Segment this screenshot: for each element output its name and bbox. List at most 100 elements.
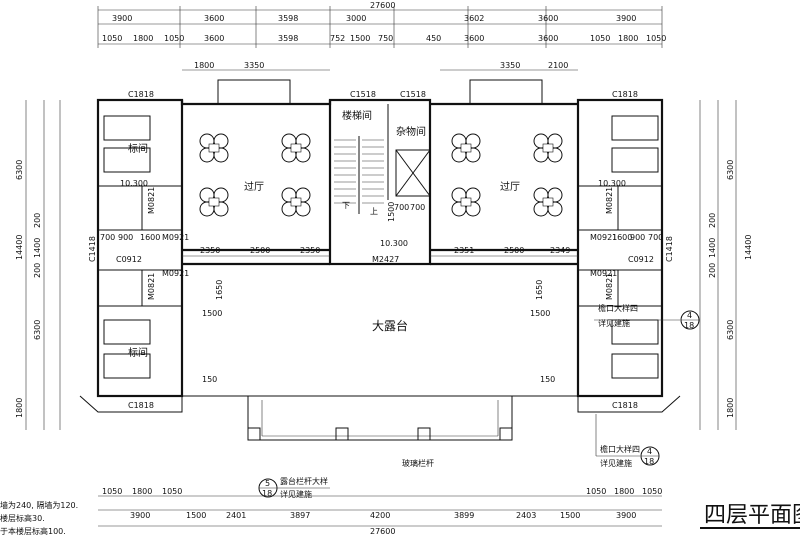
room-label-terrace: 大露台 bbox=[372, 318, 408, 333]
top-dim-3: 3598 bbox=[278, 14, 298, 23]
core-dim-700a: 700 bbox=[394, 203, 409, 212]
left-dim-14400: 14400 bbox=[15, 235, 24, 260]
note-3: 于本楼层标高100. bbox=[0, 526, 66, 536]
chair bbox=[213, 201, 229, 217]
tag-c1818-bl: C1818 bbox=[128, 401, 154, 410]
terrace-dim-150-r: 150 bbox=[540, 375, 555, 384]
right-dim-14400: 14400 bbox=[744, 235, 753, 260]
bottom2-dim-4: 3897 bbox=[290, 511, 310, 520]
tag-c1518-l: C1518 bbox=[350, 90, 376, 99]
left-dim-6300a: 6300 bbox=[15, 160, 24, 180]
chair bbox=[465, 201, 481, 217]
bottom2-dim-8: 1500 bbox=[560, 511, 580, 520]
table-set bbox=[199, 187, 229, 217]
top-dim-6: 3600 bbox=[538, 14, 558, 23]
balcony-dim-right-1: 3350 bbox=[500, 61, 520, 70]
note-1: 墙为240, 隔墙为120. bbox=[0, 500, 78, 510]
table-top bbox=[460, 143, 472, 153]
left-dim-200b: 200 bbox=[33, 263, 42, 278]
tag-c1518-r: C1518 bbox=[400, 90, 426, 99]
hall-dim-2351: 2351 bbox=[454, 246, 474, 255]
bottom2-dim-2: 1500 bbox=[186, 511, 206, 520]
right-dim-6300b: 6300 bbox=[726, 320, 735, 340]
callout-1-see: 详见建施 bbox=[598, 318, 630, 328]
table-top bbox=[460, 197, 472, 207]
room-label-storage: 杂物间 bbox=[396, 125, 426, 138]
callout-2-see: 详见建施 bbox=[280, 489, 312, 499]
bath-dim-900-l: 900 bbox=[118, 233, 133, 242]
top-dim-7: 3900 bbox=[616, 14, 636, 23]
table-set bbox=[281, 187, 311, 217]
tag-m0821-l1: M0821 bbox=[147, 187, 156, 214]
top2-dim-13: 1800 bbox=[618, 34, 638, 43]
callout-right-top: 檐口大样四 详见建施 4 18 bbox=[594, 303, 700, 330]
table-top bbox=[208, 143, 220, 153]
table-set bbox=[533, 187, 563, 217]
top-total-dim: 27600 bbox=[370, 1, 395, 10]
table-set bbox=[199, 133, 229, 163]
table-set bbox=[451, 187, 481, 217]
elev-left: 10.300 bbox=[120, 179, 148, 188]
elev-right: 10.300 bbox=[598, 179, 626, 188]
balcony-dim-left-1: 1800 bbox=[194, 61, 214, 70]
table-top bbox=[542, 143, 554, 153]
balcony-dim-right-2: 2100 bbox=[548, 61, 568, 70]
bath-dim-700-r: 700 bbox=[648, 233, 663, 242]
tag-m0921-r1: M0921 bbox=[590, 233, 617, 242]
right-dim-200b: 200 bbox=[708, 263, 717, 278]
table-set bbox=[451, 133, 481, 163]
right-dim-1800: 1800 bbox=[726, 398, 735, 418]
right-dim-200a: 200 bbox=[708, 213, 717, 228]
bottom2-dim-9: 3900 bbox=[616, 511, 636, 520]
bottom-dim-3: 1050 bbox=[162, 487, 182, 496]
callout-2-num: 5 bbox=[265, 479, 270, 488]
right-dim-1400: 1400 bbox=[708, 238, 717, 258]
top-dim-4: 3000 bbox=[346, 14, 366, 23]
table-top bbox=[542, 197, 554, 207]
callout-2-sheet: 18 bbox=[262, 489, 272, 498]
room-label-hall-right: 过厅 bbox=[500, 180, 520, 193]
chair bbox=[547, 201, 563, 217]
bottom-dimensions: 1050 1800 1050 1050 1800 1050 3900 1500 … bbox=[98, 487, 662, 536]
room-label-stair: 楼梯间 bbox=[342, 109, 372, 122]
terrace-dim-1500-l: 1500 bbox=[202, 309, 222, 318]
room-label-hall-left: 过厅 bbox=[244, 180, 264, 193]
tag-c1418-l: C1418 bbox=[88, 236, 97, 262]
top2-dim-12: 1050 bbox=[590, 34, 610, 43]
bottom2-dim-5: 4200 bbox=[370, 511, 390, 520]
bottom2-dim-3: 2401 bbox=[226, 511, 246, 520]
top2-dim-6: 752 bbox=[330, 34, 345, 43]
bottom2-dim-6: 3899 bbox=[454, 511, 474, 520]
top2-dim-10: 3600 bbox=[464, 34, 484, 43]
callout-1-sheet: 18 bbox=[684, 321, 694, 330]
table-top bbox=[290, 143, 302, 153]
core-dim-700b: 700 bbox=[410, 203, 425, 212]
hall-dim-2350: 2350 bbox=[200, 246, 220, 255]
table-top bbox=[208, 197, 220, 207]
bath-dim-1600-r: 1600 bbox=[612, 233, 632, 242]
bottom2-dim-7: 2403 bbox=[516, 511, 536, 520]
tag-m0821-r1: M0821 bbox=[605, 187, 614, 214]
chair bbox=[213, 147, 229, 163]
chair bbox=[295, 147, 311, 163]
tag-m0821-r2: M0821 bbox=[605, 273, 614, 300]
left-dim-200a: 200 bbox=[33, 213, 42, 228]
tag-m0921-l2: M0921 bbox=[162, 269, 189, 278]
tag-c1818-br: C1818 bbox=[612, 401, 638, 410]
top-dim-5: 3602 bbox=[464, 14, 484, 23]
bath-dim-1600-l: 1600 bbox=[140, 233, 160, 242]
note-2: 楼层标高30. bbox=[0, 513, 45, 523]
staircase bbox=[334, 136, 384, 214]
hall-dim-2500-r: 2500 bbox=[504, 246, 524, 255]
building-walls bbox=[79, 79, 681, 441]
callout-2-note: 露台栏杆大样 bbox=[280, 476, 328, 486]
left-dimensions: 6300 14400 1400 200 200 6300 1800 bbox=[15, 100, 61, 430]
right-dimensions: 6300 200 1400 14400 200 6300 1800 bbox=[699, 100, 753, 430]
room-label-twin-bottom: 标间 bbox=[128, 346, 148, 359]
room-label-twin-top: 标间 bbox=[128, 142, 148, 155]
tag-m2427: M2427 bbox=[372, 255, 399, 264]
tag-c0912-l: C0912 bbox=[116, 255, 142, 264]
table-set bbox=[533, 133, 563, 163]
top-dimensions: 27600 3900 3600 3598 3000 3602 3600 3900… bbox=[97, 1, 666, 48]
